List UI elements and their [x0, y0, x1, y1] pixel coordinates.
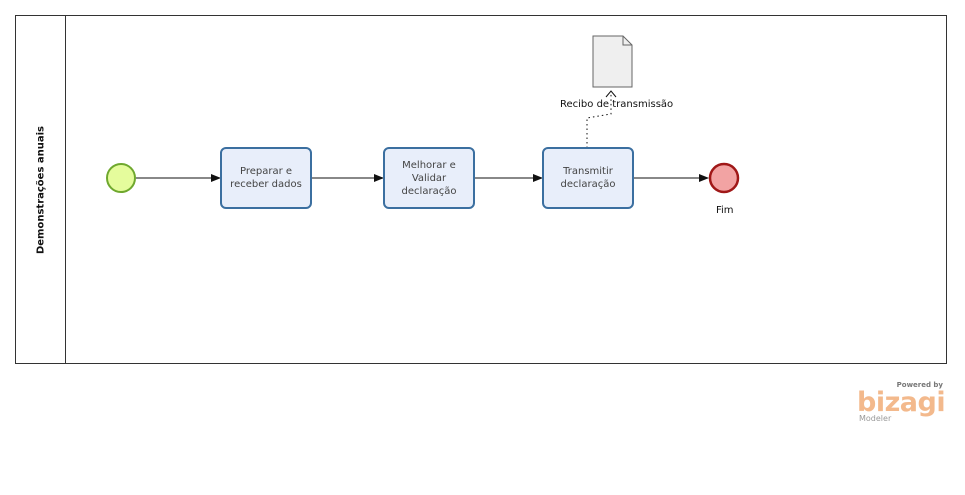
data-association-arrowhead: [605, 90, 617, 98]
data-object-label: Recibo de transmissão: [560, 99, 674, 110]
pool-header: Demonstrações anuais: [16, 16, 66, 363]
task-transmitir[interactable]: Transmitir declaração: [542, 147, 634, 209]
bizagi-wordmark: bizagi: [857, 387, 946, 418]
task-melhorar[interactable]: Melhorar e Validar declaração: [383, 147, 475, 209]
bizagi-logo: Powered by bizagi Modeler: [857, 381, 947, 425]
pool: Demonstrações anuais: [15, 15, 947, 364]
data-association[interactable]: [586, 92, 612, 148]
task-label: Melhorar e Validar declaração: [401, 159, 457, 197]
lane-label: Demonstrações anuais: [35, 125, 47, 255]
end-event[interactable]: [708, 162, 740, 194]
powered-by-text: Powered by: [896, 381, 943, 389]
end-event-label: Fim: [716, 205, 734, 216]
task-label: Transmitir declaração: [560, 166, 616, 190]
data-object-icon[interactable]: [592, 35, 633, 88]
modeler-text: Modeler: [859, 414, 892, 423]
task-preparar[interactable]: Preparar e receber dados: [220, 147, 312, 209]
task-label: Preparar e receber dados: [230, 166, 302, 190]
start-event[interactable]: [106, 163, 136, 193]
data-object-fold: [622, 36, 632, 46]
